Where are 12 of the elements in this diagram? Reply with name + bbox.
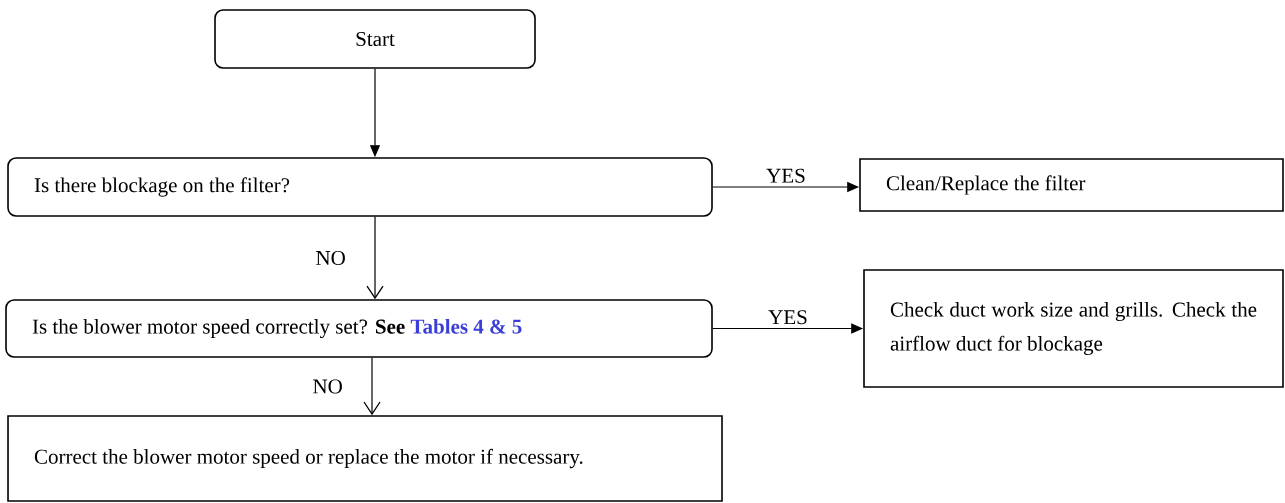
edge-label: YES bbox=[765, 167, 807, 184]
decision-box: Is there blockage on the filter? bbox=[7, 157, 713, 217]
decision-box: Is the blower motor speed correctly set? See Tables 4 & 5 bbox=[5, 299, 713, 358]
process-box: Check duct work size and grills. Check the airflow duct for blockage bbox=[863, 269, 1284, 388]
arrow bbox=[363, 357, 381, 416]
edge-label: NO bbox=[314, 249, 347, 267]
process-box: Clean/Replace the filter bbox=[859, 158, 1284, 212]
process-box: Correct the blower motor speed or replace the motor if necessary. bbox=[7, 415, 723, 502]
edge-label: NO bbox=[311, 378, 344, 395]
edge-label: YES bbox=[767, 309, 809, 326]
arrow bbox=[366, 216, 384, 300]
start-box: Start bbox=[214, 9, 536, 69]
